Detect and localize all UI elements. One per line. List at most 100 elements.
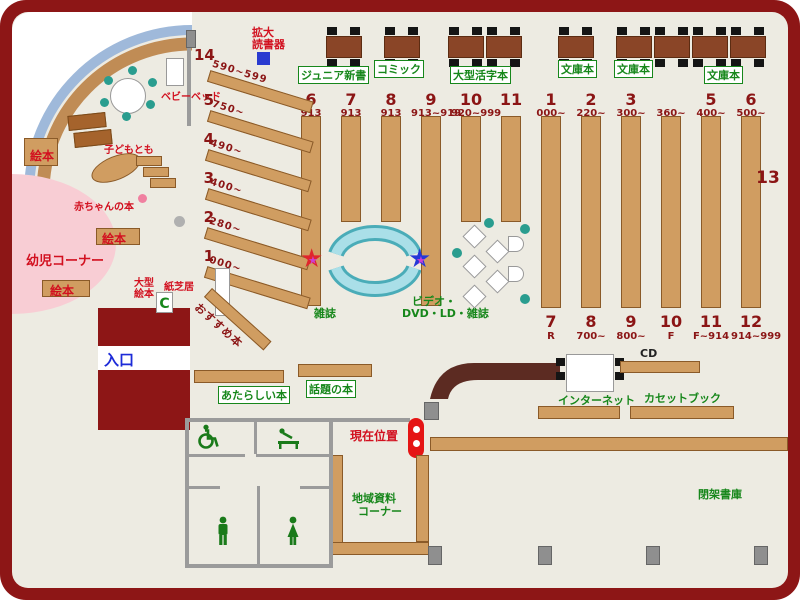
- shelf-range: 914~999: [731, 331, 782, 342]
- bookshelf: [541, 116, 561, 308]
- shelf-number: 9: [425, 90, 437, 109]
- long-wall-shelf: [430, 437, 788, 451]
- star-marker-red: ★: [300, 244, 324, 274]
- pillar: [186, 30, 196, 48]
- shelf-number: 5: [705, 90, 717, 109]
- bookshelf: [381, 116, 401, 222]
- bookshelf: [701, 116, 721, 308]
- shelf-number: 4: [203, 130, 214, 148]
- shelf-number: 10: [659, 312, 683, 331]
- stool: [452, 248, 462, 258]
- shelf-number: 5: [203, 91, 214, 109]
- chair: [615, 358, 624, 366]
- section-bunko: 文庫本: [704, 66, 743, 84]
- pillar: [646, 546, 660, 565]
- shelf-number: 1: [203, 247, 214, 265]
- reading-table: [692, 27, 728, 67]
- picture-books-label: 絵本: [30, 149, 55, 163]
- shelf-range: 360~: [656, 108, 686, 119]
- magnifier-label-line1: 拡大: [252, 26, 274, 39]
- magnifier-label-line2: 読書器: [252, 38, 285, 51]
- chair: [556, 358, 565, 366]
- section-bunko: 文庫本: [614, 60, 653, 78]
- wall: [185, 454, 245, 457]
- bookshelf: [581, 116, 601, 308]
- area-13-label: 13: [756, 168, 780, 188]
- bookshelf: [661, 116, 681, 308]
- shelf-range: 800~: [616, 331, 646, 342]
- shelf-range: R: [547, 331, 555, 342]
- picture-book-shelf: [96, 228, 140, 245]
- step-shelf: [136, 156, 162, 166]
- pillar: [424, 402, 439, 420]
- shelf-range: F~914: [692, 331, 730, 342]
- bookshelf: [421, 116, 441, 306]
- new-books-shelf: [194, 370, 284, 383]
- reading-table: [654, 27, 690, 67]
- shelf-range: 913: [300, 108, 322, 119]
- closed-stacks-label: 閉架書庫: [698, 488, 742, 501]
- reading-table: [486, 27, 522, 67]
- shelf-range: 913: [340, 108, 362, 119]
- shelf-range: 000~: [536, 108, 566, 119]
- shelf-range: 500~: [736, 108, 766, 119]
- shelf-number: 6: [745, 90, 757, 109]
- shelf-number: 8: [385, 90, 397, 109]
- shelf-range: 913~919: [411, 108, 462, 119]
- reading-table: [326, 27, 362, 67]
- wall: [185, 486, 220, 489]
- womens-toilet-icon: [287, 516, 299, 545]
- round-table: [110, 78, 146, 114]
- wall: [185, 418, 189, 568]
- video-label-line2: DVD・LD・雑誌: [402, 307, 489, 320]
- shelf-number: 2: [203, 208, 214, 226]
- stool-gray: [174, 216, 185, 227]
- shelf-number: 3: [203, 169, 214, 187]
- wall: [185, 418, 332, 422]
- local-corner-shelf: [416, 455, 429, 542]
- shelf-number: 6: [305, 90, 317, 109]
- shelf-range: F: [667, 331, 675, 342]
- shelf-number: 3: [625, 90, 637, 109]
- cassette-books-label: カセットブック: [644, 392, 721, 405]
- wall: [332, 418, 410, 422]
- wall: [187, 48, 191, 126]
- star-marker-blue: ★: [408, 244, 432, 274]
- bookshelf: [501, 116, 521, 222]
- shelf-range: 920~999: [451, 108, 502, 119]
- bookshelf: [461, 116, 481, 222]
- magazines-label: 雑誌: [314, 307, 336, 320]
- local-corner-label-line2: コーナー: [358, 505, 402, 518]
- bookshelf: [341, 116, 361, 222]
- shelf-number: 8: [585, 312, 597, 331]
- bookshelf: [538, 406, 620, 419]
- section-large-print: 大型活字本: [450, 66, 511, 84]
- shelf-number: 10: [459, 90, 483, 109]
- step-shelf: [143, 167, 169, 177]
- stool: [122, 112, 131, 121]
- reading-table: [730, 27, 766, 67]
- star-marker-red-center: ★: [308, 254, 318, 267]
- reading-table: [558, 27, 594, 67]
- shelf-range: 913: [380, 108, 402, 119]
- kids-magazine-label: 子どもとも: [104, 145, 154, 156]
- stool-pink: [138, 194, 147, 203]
- large-picture-books-label-line1: 大型: [134, 278, 154, 289]
- shelf-range: 400~: [696, 108, 726, 119]
- step-shelf: [150, 178, 176, 188]
- stool: [520, 224, 530, 234]
- shelf-number: 12: [739, 312, 763, 331]
- stool: [104, 76, 113, 85]
- section-junior-shinsho: ジュニア新書: [298, 66, 370, 84]
- video-label-line1: ビデオ・: [412, 295, 456, 308]
- bookshelf: [621, 116, 641, 308]
- local-corner-label-line1: 地域資料: [352, 492, 396, 505]
- topic-books-shelf: [298, 364, 372, 377]
- magnifier-device-icon: [257, 52, 270, 65]
- shelf-range: 300~: [616, 108, 646, 119]
- reading-table: [384, 27, 420, 67]
- current-position-marker: [408, 418, 424, 458]
- shelf-number: 2: [585, 90, 597, 109]
- chair: [615, 372, 624, 380]
